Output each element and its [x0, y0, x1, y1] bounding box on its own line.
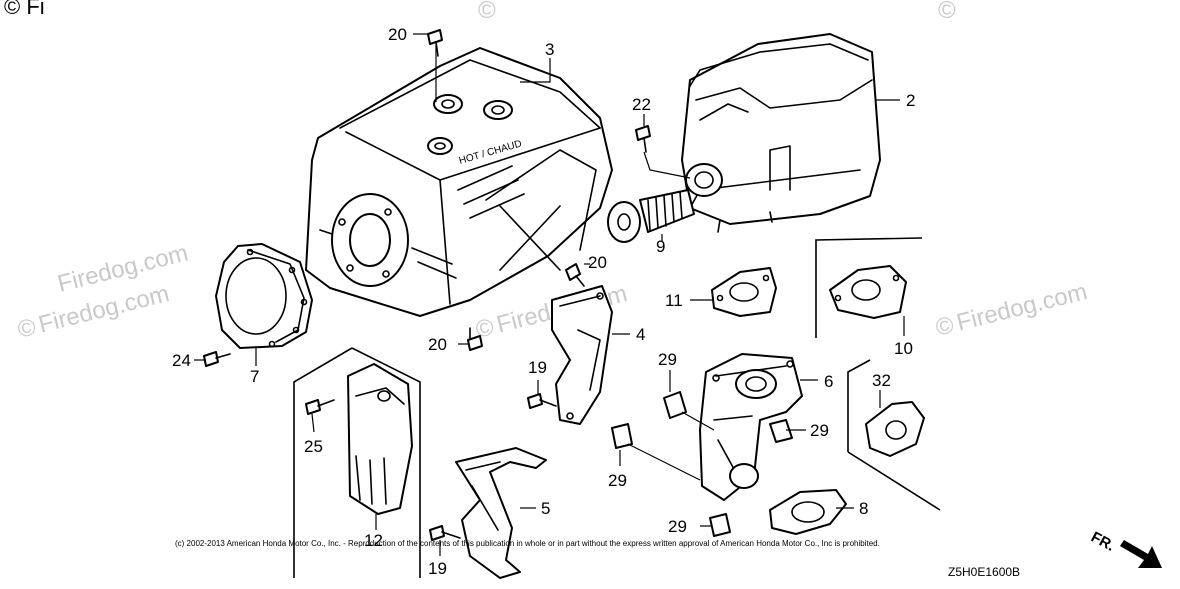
callout-24: 24 — [172, 351, 191, 370]
callout-7: 7 — [250, 367, 259, 386]
front-arrow-icon — [1120, 540, 1162, 568]
callout-5: 5 — [541, 499, 550, 518]
callout-6: 6 — [824, 372, 833, 391]
side-panel — [347, 363, 413, 515]
copyright-notice: (c) 2002-2013 American Honda Motor Co., … — [175, 539, 880, 548]
callout-29-b: 29 — [810, 421, 829, 440]
gasket-11 — [711, 267, 777, 317]
gasket-8 — [769, 489, 847, 535]
bolt-20-top — [427, 29, 443, 57]
watermark-left-upper: Firedog.com — [55, 239, 191, 297]
callout-29-d: 29 — [668, 517, 687, 536]
nut-29-b — [611, 423, 633, 449]
callout-19-low: 19 — [428, 559, 447, 578]
callout-22: 22 — [632, 95, 651, 114]
watermark-top-center: © — [478, 0, 496, 24]
callout-8: 8 — [859, 499, 868, 518]
callout-9: 9 — [656, 237, 665, 256]
exhaust-cover — [215, 243, 313, 349]
diagram-code: Z5H0E1600B — [948, 565, 1021, 579]
callout-29-a: 29 — [658, 350, 677, 369]
muffler-protector: HOT / CHAUD — [305, 47, 613, 317]
watermark-corner: © Fi — [4, 0, 45, 19]
callout-19-mid: 19 — [528, 358, 547, 377]
front-direction-indicator: FR. — [1088, 529, 1162, 568]
callout-20-mid: 20 — [588, 253, 607, 272]
callout-2: 2 — [906, 91, 915, 110]
bolt-24 — [203, 351, 231, 367]
bolt-25 — [305, 399, 335, 415]
callout-20-top: 20 — [388, 25, 407, 44]
callout-3: 3 — [545, 40, 554, 59]
callout-29-c: 29 — [608, 471, 627, 490]
watermark-top-right: © — [938, 0, 956, 24]
bolt-19-mid — [527, 393, 557, 409]
nut-29-a — [663, 391, 687, 419]
bolt-19-low — [429, 525, 461, 541]
gasket-32 — [865, 401, 925, 457]
exhaust-flange — [699, 353, 803, 501]
muffler — [681, 33, 881, 233]
callouts: 20 3 22 2 9 20 11 10 4 20 24 7 19 29 6 3… — [172, 25, 915, 578]
callout-20-low: 20 — [428, 335, 447, 354]
callout-25: 25 — [304, 437, 323, 456]
leader-lines — [194, 33, 905, 556]
fasteners — [203, 29, 793, 541]
spark-arrester — [607, 189, 695, 243]
callout-32: 32 — [872, 371, 891, 390]
bolt-22 — [635, 125, 651, 153]
front-direction-label: FR. — [1088, 529, 1117, 555]
guard-5 — [455, 447, 547, 579]
watermark-right: ©Firedog.com — [933, 278, 1090, 342]
callout-11: 11 — [665, 291, 683, 310]
bolt-20-low — [467, 327, 483, 351]
section-frames — [293, 237, 941, 578]
callout-12: 12 — [364, 531, 383, 550]
gasket-10 — [829, 265, 907, 319]
bolt-20-mid — [565, 263, 585, 287]
nut-29-d — [709, 513, 731, 537]
callout-10: 10 — [894, 339, 913, 358]
callout-4: 4 — [636, 325, 645, 344]
nut-29-c — [769, 419, 793, 443]
bracket-4 — [551, 285, 613, 425]
